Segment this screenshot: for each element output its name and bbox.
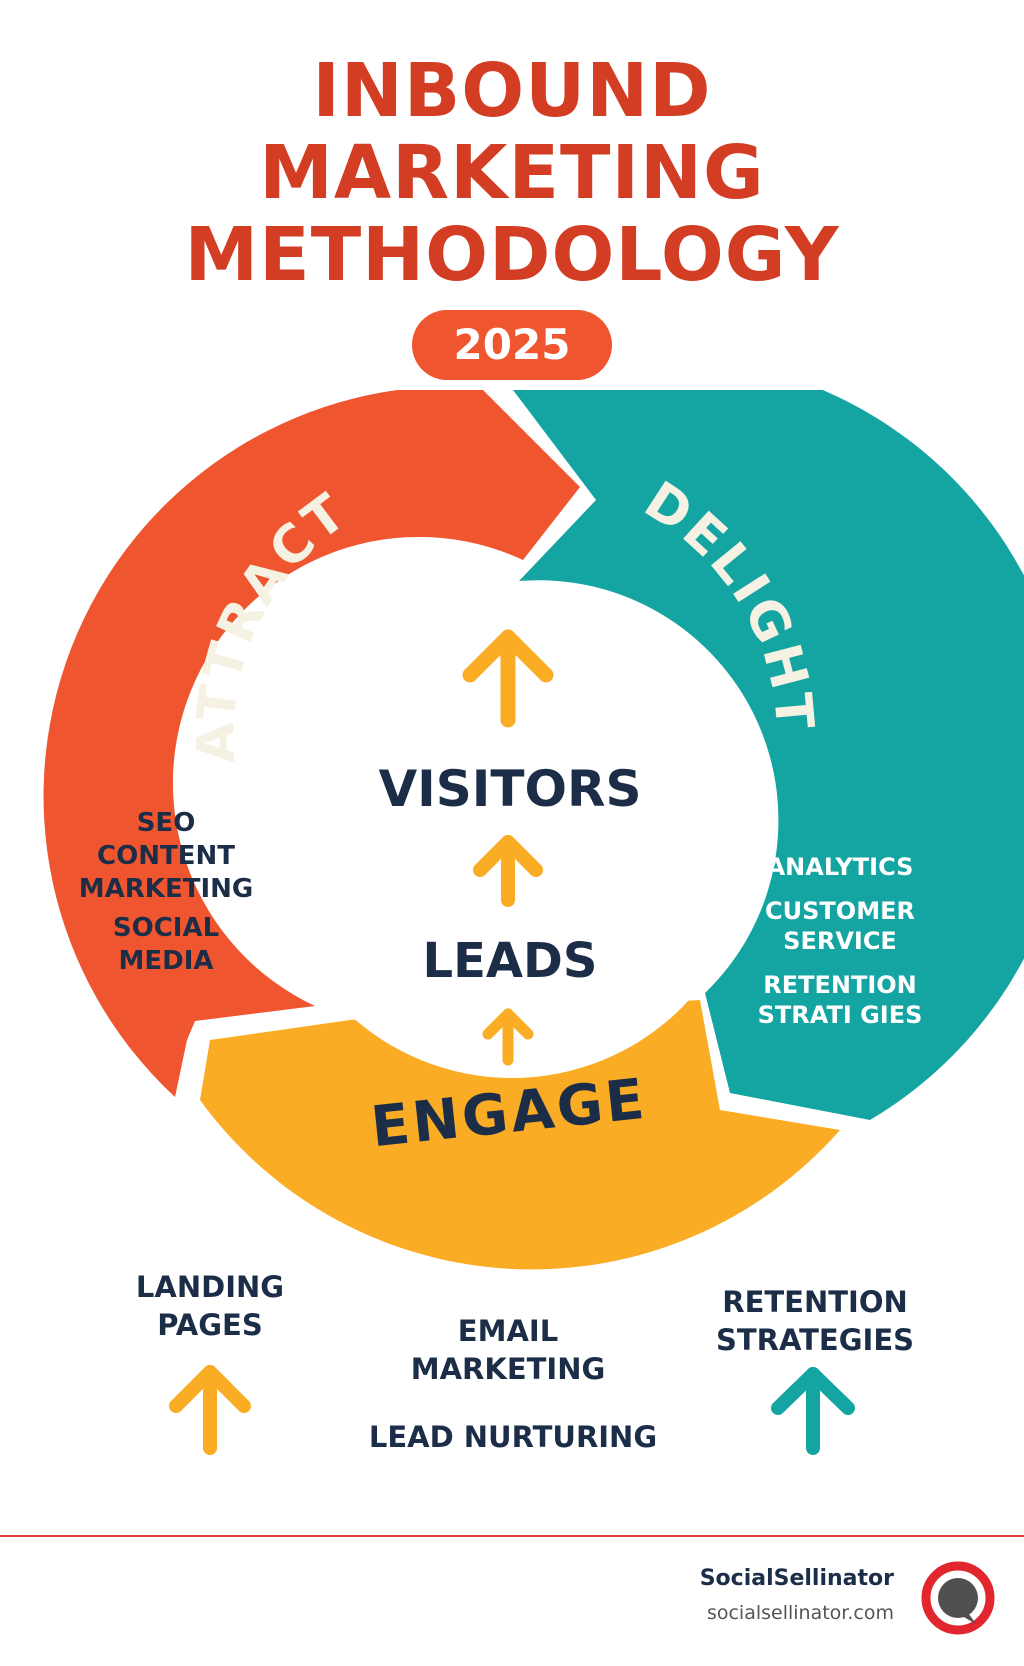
delight-item-service: SERVICE bbox=[783, 927, 897, 955]
marketing-label: MARKETING bbox=[410, 1352, 606, 1386]
year-badge: 2025 bbox=[412, 310, 612, 380]
landing-pages-caption: LANDING PAGES bbox=[110, 1268, 310, 1344]
brand-url: socialsellinator.com bbox=[706, 1602, 894, 1624]
delight-item-strategies: STRATI GIES bbox=[757, 1001, 923, 1029]
brand-logo-icon bbox=[921, 1561, 995, 1635]
page-title: INBOUND MARKETING METHODOLOGY bbox=[0, 50, 1024, 296]
delight-item-customer: CUSTOMER bbox=[765, 897, 915, 925]
title-line-1: INBOUND bbox=[312, 48, 712, 134]
arrow-up-icon bbox=[473, 835, 543, 907]
arrow-up-icon bbox=[482, 1008, 534, 1066]
attract-item-marketing: MARKETING bbox=[78, 874, 254, 904]
arrow-up-icon bbox=[169, 1365, 251, 1455]
attract-items: SEO CONTENT MARKETING SOCIAL MEDIA bbox=[76, 807, 256, 978]
title-line-2: MARKETING bbox=[259, 130, 765, 216]
arrow-up-icon bbox=[771, 1367, 855, 1455]
footer-divider bbox=[0, 1535, 1024, 1537]
attract-item-content: CONTENT bbox=[97, 841, 235, 871]
leads-label: LEADS bbox=[423, 933, 598, 989]
title-line-3: METHODOLOGY bbox=[184, 212, 840, 298]
attract-item-media: MEDIA bbox=[118, 946, 214, 976]
attract-item-seo: SEO bbox=[136, 808, 196, 838]
engage-segment bbox=[200, 1000, 840, 1270]
attract-item-social: SOCIAL bbox=[112, 913, 220, 943]
pages-label: PAGES bbox=[157, 1308, 263, 1342]
strategies-label: STRATEGIES bbox=[715, 1323, 915, 1357]
retention-label: RETENTION bbox=[722, 1285, 908, 1319]
email-label: EMAIL bbox=[457, 1314, 559, 1348]
lead-nurturing-caption: LEAD NURTURING bbox=[368, 1420, 658, 1454]
visitors-label: VISITORS bbox=[378, 760, 641, 818]
email-marketing-caption: EMAIL MARKETING bbox=[388, 1312, 628, 1388]
arrow-up-icon bbox=[462, 629, 554, 728]
landing-label: LANDING bbox=[135, 1270, 285, 1304]
delight-items: ANALYTICS CUSTOMER SERVICE RETENTION STR… bbox=[740, 852, 940, 1030]
delight-segment bbox=[513, 390, 1024, 1120]
inbound-cycle-diagram: ATTRACT DELIGHT ENGAGE VISITORS LEADS bbox=[43, 390, 1024, 1270]
delight-item-analytics: ANALYTICS bbox=[766, 853, 914, 881]
attract-segment bbox=[43, 390, 580, 1097]
retention-strategies-caption: RETENTION STRATEGIES bbox=[690, 1283, 940, 1359]
delight-item-retention: RETENTION bbox=[763, 971, 917, 999]
brand-name: SocialSellinator bbox=[699, 1566, 894, 1591]
